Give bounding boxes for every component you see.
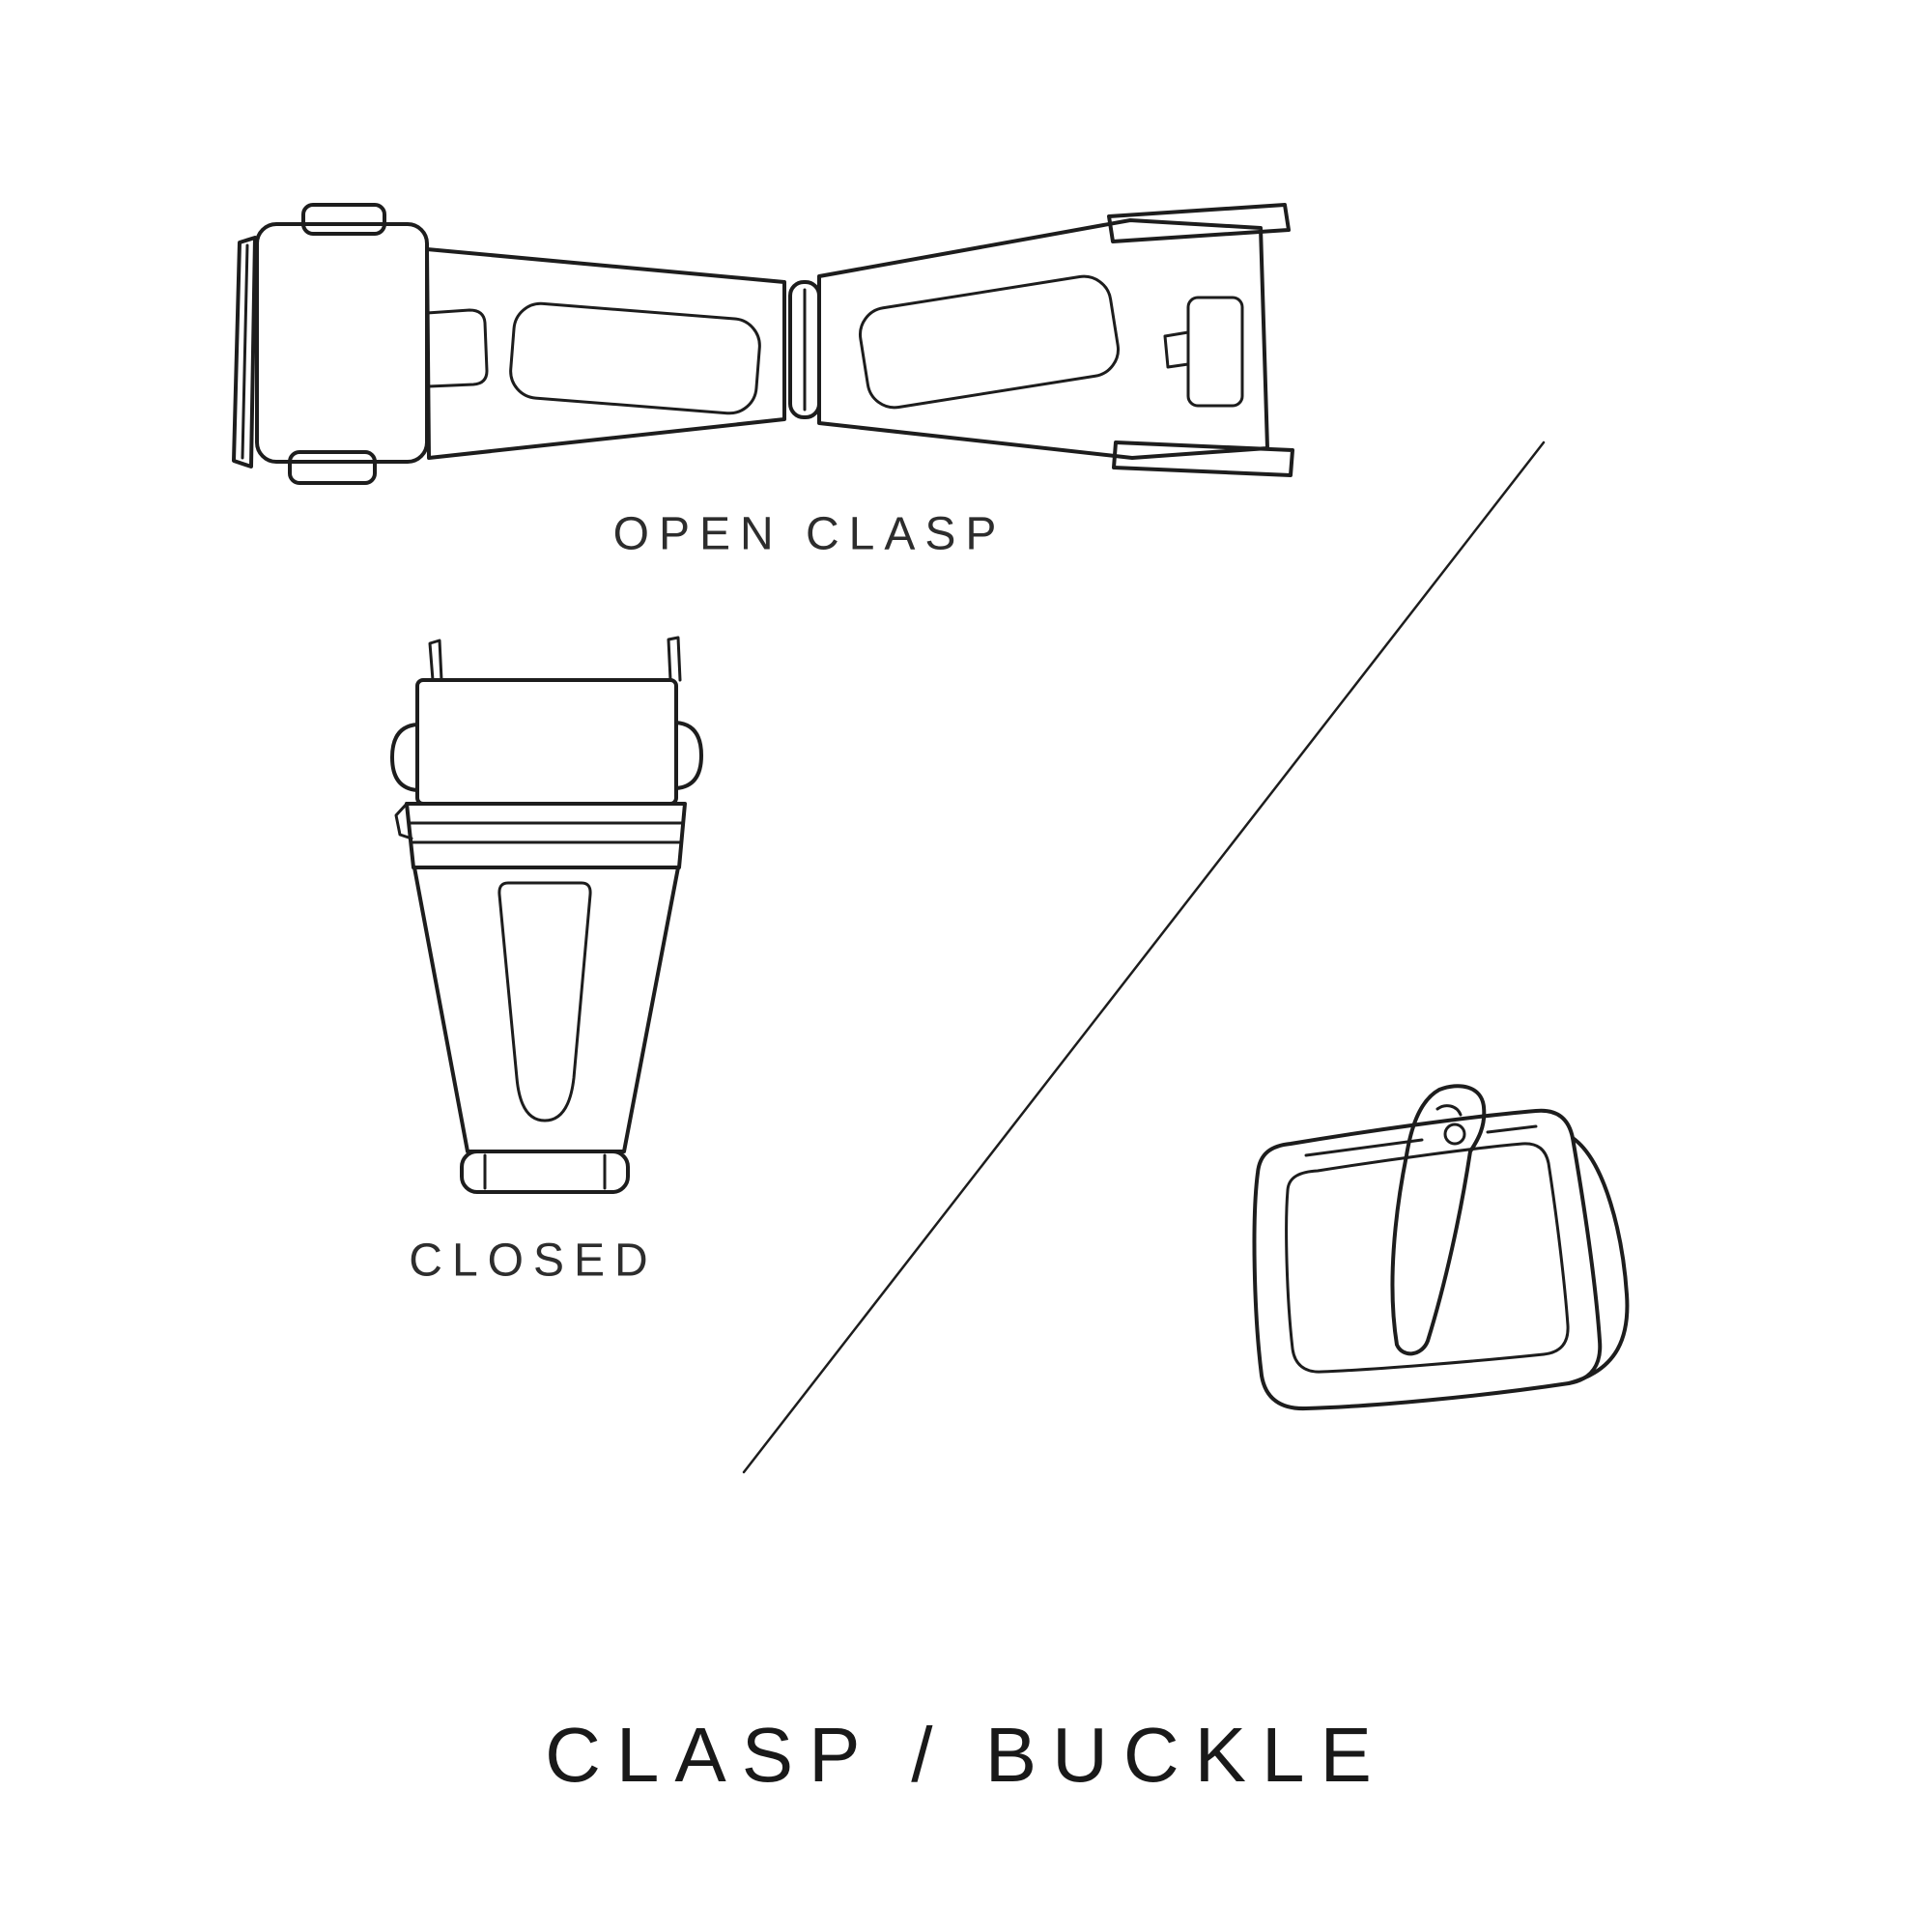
open-clasp-label: OPEN CLASP: [612, 508, 1007, 560]
diagonal-divider: [742, 440, 1546, 1474]
page-title: CLASP / BUCKLE: [545, 1712, 1387, 1798]
open-clasp-illustration: [232, 203, 1294, 485]
closed-clasp-label: CLOSED: [409, 1235, 658, 1287]
tang-buckle-illustration: [1252, 1084, 1630, 1411]
closed-clasp-illustration: [390, 636, 703, 1194]
